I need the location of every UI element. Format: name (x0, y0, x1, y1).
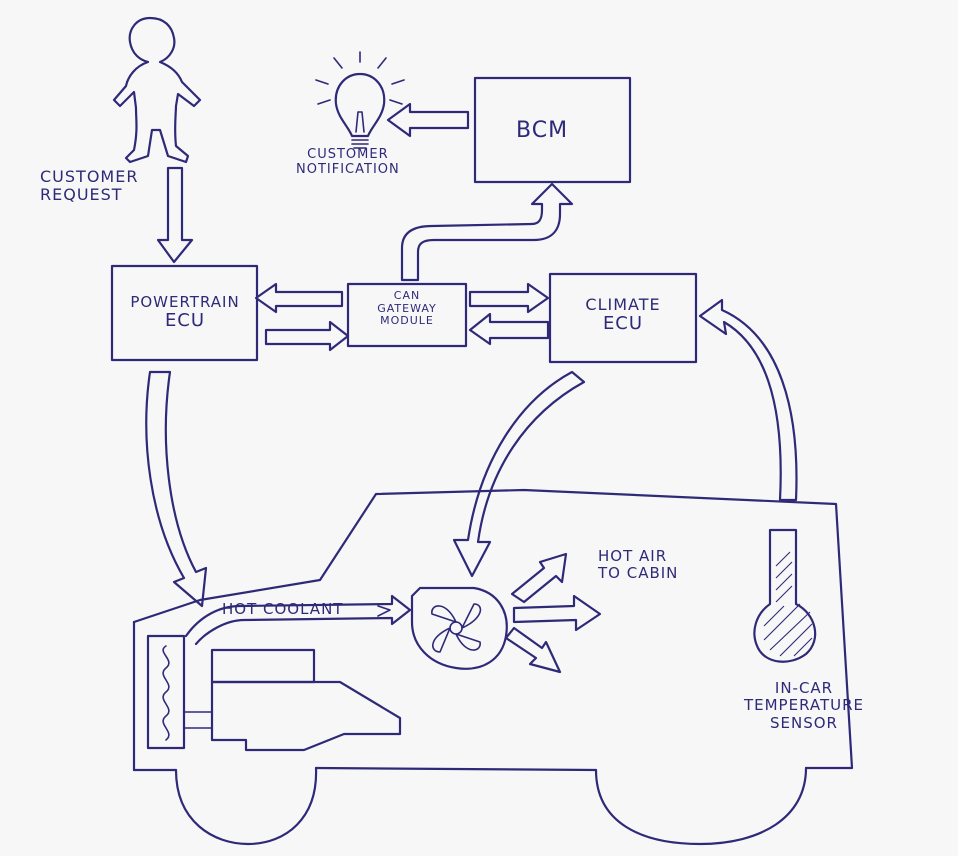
gateway-to-powertrain-arrow (254, 282, 344, 314)
hot-air-up-arrow (510, 552, 568, 604)
in-car-sensor-label: In-Car Temperature Sensor (743, 679, 865, 732)
climate-ecu-label: Climate ECU (585, 295, 661, 335)
hot-air-down-arrow (504, 626, 562, 674)
hot-air-label: Hot Air To Cabin (598, 547, 679, 583)
coolant-pipe-end-arrow (377, 605, 391, 617)
hot-coolant-label: Hot Coolant (222, 600, 344, 618)
can-gateway-label: CAN Gateway Module (377, 289, 437, 328)
sensor-to-climate-arrow (698, 298, 798, 502)
powertrain-ecu-box (110, 264, 259, 362)
climate-ecu-box (548, 272, 698, 364)
bcm-box (473, 76, 632, 184)
can-gateway-box (346, 282, 468, 348)
hot-coolant-pipe (184, 594, 412, 646)
gateway-to-climate-arrow (468, 282, 550, 314)
bcm-to-notification-arrow (386, 102, 470, 138)
customer-notification-label: Customer Notification (296, 147, 400, 177)
engine-icon (183, 648, 402, 752)
powertrain-to-engine-arrow (145, 370, 208, 608)
climate-to-blower-arrow (452, 370, 586, 578)
radiator-icon (146, 634, 186, 750)
bcm-label: BCM (516, 118, 569, 143)
powertrain-to-gateway-arrow (264, 320, 350, 352)
customer-request-label: Customer Request (40, 167, 139, 205)
vehicle-outline (132, 488, 854, 846)
light-bulb-icon (315, 51, 405, 149)
blower-fan-icon (410, 586, 508, 670)
climate-to-gateway-arrow (468, 312, 550, 346)
gateway-to-bcm-arrow (400, 182, 574, 282)
powertrain-ecu-label: Powertrain ECU (130, 293, 240, 332)
hot-air-right-arrow (512, 594, 602, 632)
customer-request-arrow (156, 166, 194, 264)
thermometer-icon (753, 528, 817, 663)
customer-figure-icon (112, 16, 202, 164)
